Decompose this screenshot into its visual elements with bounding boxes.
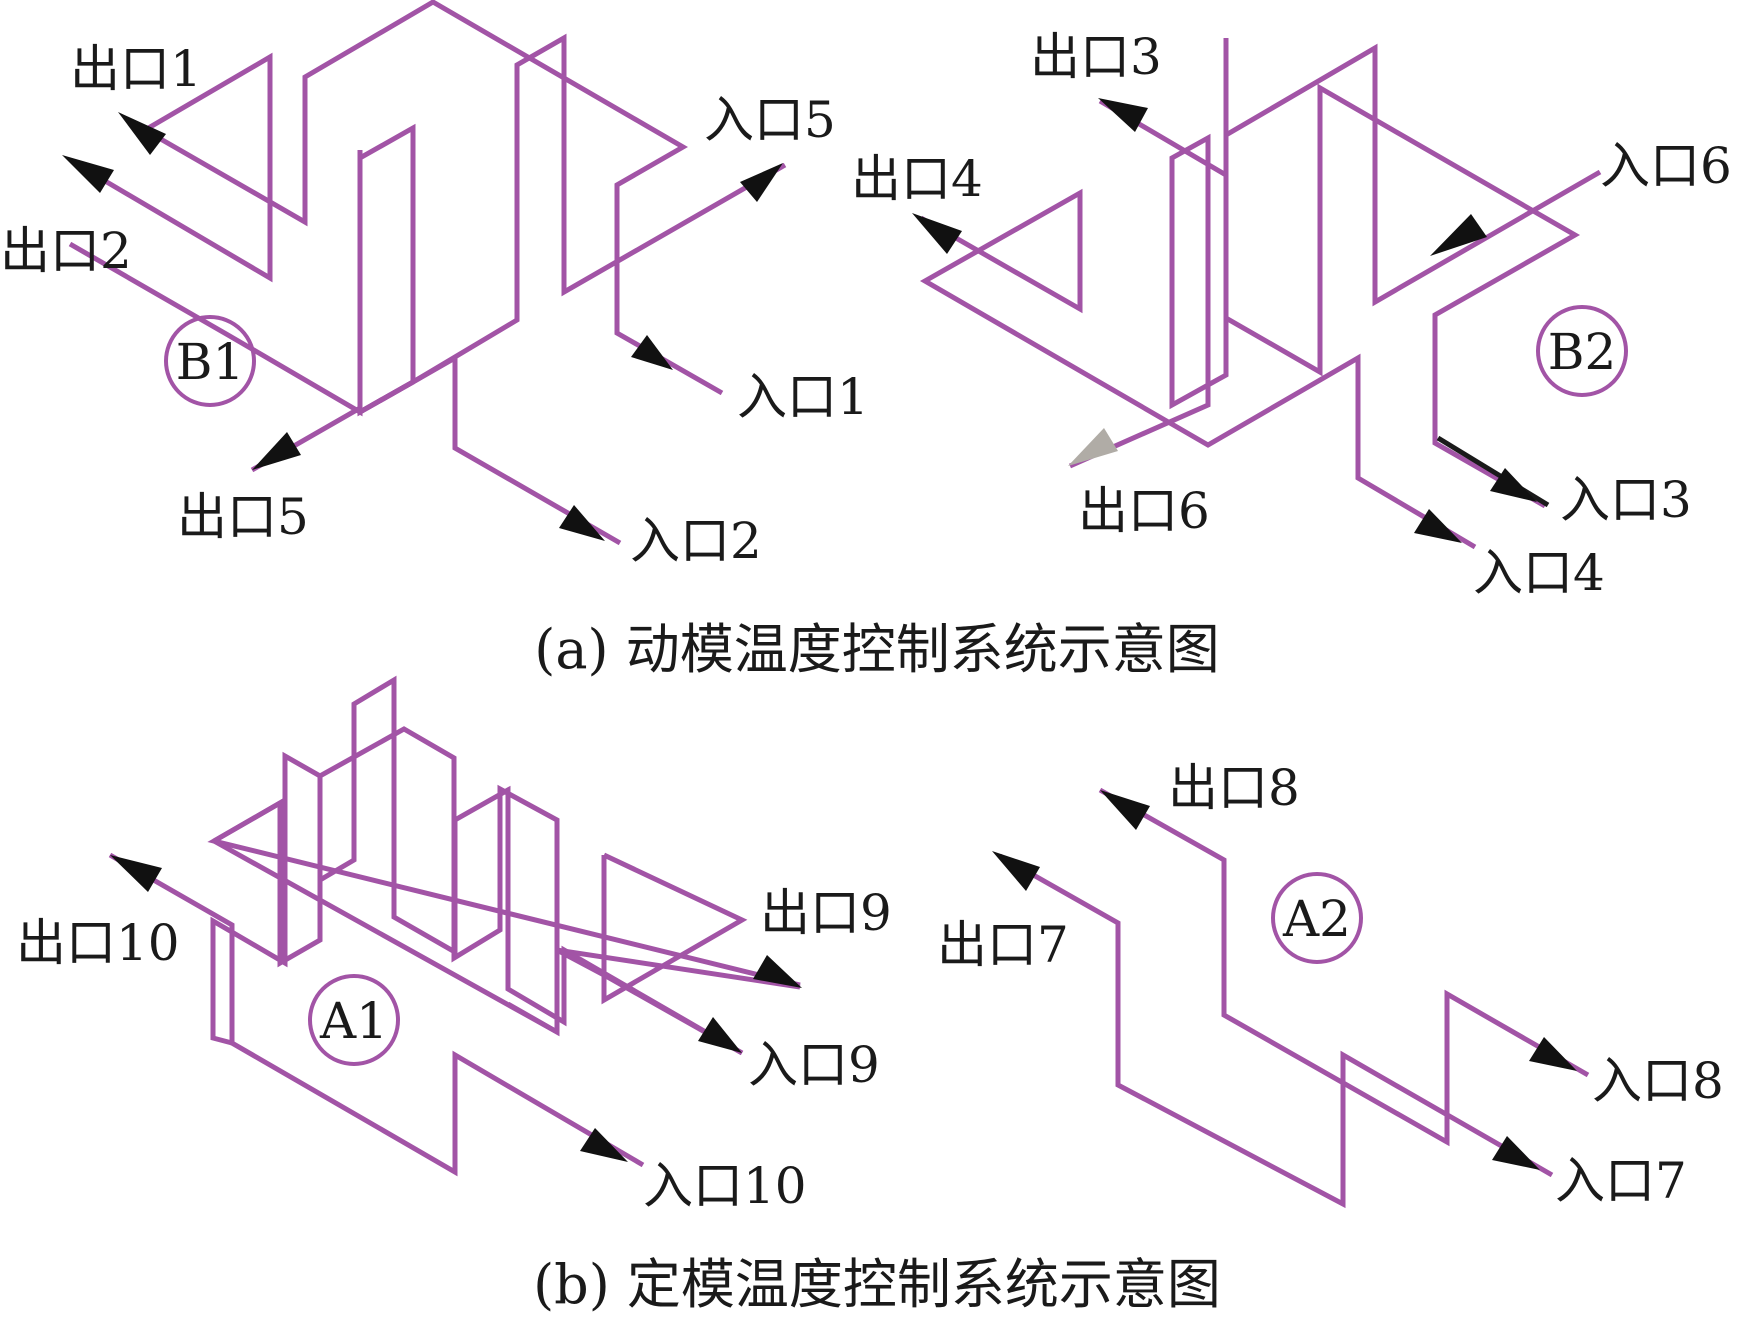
module-b1-label: B1 bbox=[176, 333, 245, 391]
b2-channels bbox=[919, 38, 1602, 550]
outlet-6-label: 出口6 bbox=[1078, 482, 1210, 540]
outlet-10-arrow bbox=[110, 855, 162, 892]
inlet-3-label: 入口3 bbox=[1560, 471, 1692, 529]
outlet-9-label: 出口9 bbox=[760, 884, 892, 942]
outlet-7-arrow bbox=[992, 851, 1040, 891]
outlet-6-arrow bbox=[1068, 428, 1118, 466]
inlet-8-label: 入口8 bbox=[1592, 1052, 1724, 1110]
b2-circuit-inlet6-outlet6 bbox=[1068, 43, 1602, 469]
inlet-9-label: 入口9 bbox=[748, 1036, 880, 1094]
module-a2-badge bbox=[1271, 872, 1363, 964]
module-b2-label: B2 bbox=[1548, 323, 1617, 381]
inlet-5-arrow bbox=[740, 163, 783, 202]
inlet-2-label: 入口2 bbox=[630, 512, 762, 570]
a2-circuit-inlet7-outlet7 bbox=[998, 853, 1554, 1209]
outlet-8-label: 出口8 bbox=[1168, 759, 1300, 817]
fixed-mold-system: 出口10 出口9 入口9 入口10 A1 出口8 出口7 入口8 入口7 A2 … bbox=[16, 675, 1724, 1316]
outlet-4-label: 出口4 bbox=[851, 150, 983, 208]
inlet-6-arrow bbox=[1430, 214, 1487, 256]
inlet-7-arrow bbox=[1492, 1136, 1540, 1170]
outlet-4-arrow bbox=[912, 213, 962, 254]
a1-circuit-inlet9-outlet9 bbox=[210, 675, 744, 1056]
a2-circuit-inlet8-outlet8 bbox=[1098, 787, 1590, 1147]
outlet-2-label: 出口2 bbox=[0, 222, 132, 280]
inlet-1-label: 入口1 bbox=[737, 368, 869, 426]
a1-inner-triangle bbox=[601, 852, 748, 1005]
outlet-3-arrow bbox=[1098, 98, 1148, 132]
b1-circuit-inlet1-outlet1 bbox=[98, 0, 724, 396]
module-a2-label: A2 bbox=[1282, 890, 1351, 948]
outlet-5-label: 出口5 bbox=[177, 488, 309, 546]
inlet-2-arrow bbox=[559, 505, 605, 541]
outlet-8-arrow bbox=[1100, 790, 1150, 830]
module-b2-badge bbox=[1536, 305, 1628, 397]
a1-lattice bbox=[212, 726, 801, 1056]
a1-outlet9-run bbox=[212, 838, 801, 1037]
inlet-8-arrow bbox=[1529, 1037, 1577, 1071]
caption-a: (a) 动模温度控制系统示意图 bbox=[534, 618, 1220, 681]
module-b1-badge bbox=[164, 315, 256, 407]
module-a1-label: A1 bbox=[319, 992, 388, 1050]
inlet-4-label: 入口4 bbox=[1473, 544, 1605, 602]
b1-outlet5-leg-main bbox=[357, 379, 415, 417]
a1-circuit-inlet10-outlet10 bbox=[108, 852, 645, 1177]
outlet-3-label: 出口3 bbox=[1030, 28, 1162, 86]
b2-circuit-inlet4-outlet4 bbox=[919, 188, 1477, 550]
b2-circuit-inlet3-outlet3 bbox=[1098, 38, 1581, 509]
outlet-10-label: 出口10 bbox=[16, 914, 180, 972]
outlet-2-arrow bbox=[62, 155, 114, 193]
inlet-6-label: 入口6 bbox=[1600, 137, 1732, 195]
inlet-10-label: 入口10 bbox=[643, 1157, 807, 1215]
module-a1-badge bbox=[308, 974, 400, 1066]
outlet-9-arrow bbox=[753, 955, 802, 988]
outlet-1-arrow bbox=[118, 112, 166, 155]
a2-arrows bbox=[992, 790, 1577, 1170]
inlet-5-label: 入口5 bbox=[704, 91, 836, 149]
outlet-7-label: 出口7 bbox=[937, 916, 1069, 974]
inlet-1-arrow bbox=[631, 335, 673, 370]
b2-arrows bbox=[912, 98, 1537, 543]
outlet-1-label: 出口1 bbox=[70, 40, 202, 98]
a1-arrows bbox=[110, 855, 802, 1162]
a1-outer-loop bbox=[212, 726, 560, 1037]
inlet-3-lead bbox=[1436, 435, 1550, 508]
inlet-3-arrow bbox=[1490, 468, 1537, 502]
b1-circuit-inlet2-outlet2 bbox=[68, 123, 622, 546]
a1-inlet9-run bbox=[555, 947, 744, 1056]
inlet-10-arrow bbox=[580, 1128, 628, 1162]
inlet-4-arrow bbox=[1414, 509, 1462, 543]
moving-mold-system: 出口1 出口2 出口5 入口5 入口1 入口2 B1 出口3 出口4 出口6 bbox=[0, 0, 1732, 681]
b1-arrows bbox=[62, 112, 783, 541]
a2-channels bbox=[998, 787, 1590, 1209]
inlet-7-label: 入口7 bbox=[1555, 1152, 1687, 1210]
inlet-9-arrow bbox=[698, 1017, 742, 1053]
outlet-5-arrow bbox=[252, 432, 301, 470]
caption-b: (b) 定模温度控制系统示意图 bbox=[533, 1253, 1221, 1316]
